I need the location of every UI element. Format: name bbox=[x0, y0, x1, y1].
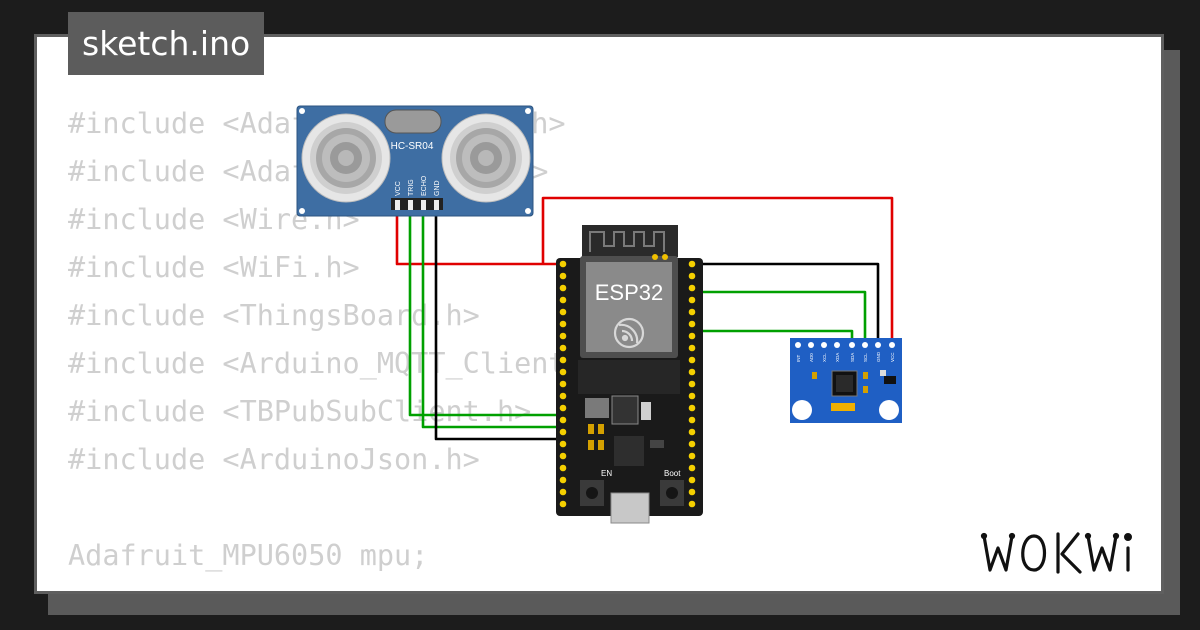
esp32-label: ESP32 bbox=[595, 280, 664, 305]
pin-label-vcc: VCC bbox=[395, 181, 402, 196]
mpu-pin-row bbox=[795, 342, 895, 348]
mpu-pin-label: AD0 bbox=[809, 353, 814, 362]
mpu-pin-label: INT bbox=[796, 355, 801, 363]
wire-mpu-scl[interactable] bbox=[692, 290, 867, 344]
pin-label-trig: TRIG bbox=[408, 179, 415, 196]
wires bbox=[395, 196, 894, 441]
transducer-left bbox=[301, 113, 391, 203]
en-label: EN bbox=[601, 469, 612, 478]
code-line: #include <Arduino_MQTT_Client.h> bbox=[68, 347, 618, 380]
mpu6050-module[interactable]: INT AD0 XCL XDA SDA SCL GND VCC bbox=[790, 338, 902, 423]
mpu-pin-label: VCC bbox=[890, 352, 895, 362]
mpu-pin-label: GND bbox=[876, 351, 881, 362]
usb-port bbox=[610, 492, 650, 524]
mpu-pin-label: XCL bbox=[822, 353, 827, 362]
code-line: #include <WiFi.h> bbox=[68, 251, 360, 284]
code-line: #include <ArduinoJson.h> bbox=[68, 443, 480, 476]
boot-button[interactable] bbox=[660, 480, 684, 506]
hc-sr04-sensor[interactable]: HC-SR04 VCC TRIG ECHO GND bbox=[296, 105, 534, 217]
pin-header-left bbox=[559, 260, 567, 508]
en-button[interactable] bbox=[580, 480, 604, 506]
wire-mpu-vcc[interactable] bbox=[541, 196, 894, 344]
espressif-logo-icon bbox=[613, 317, 645, 349]
pin-label-gnd: GND bbox=[434, 180, 441, 196]
wire-ultrasonic-gnd[interactable] bbox=[434, 212, 563, 441]
mpu-pin-label: SDA bbox=[850, 353, 855, 362]
esp32-board[interactable]: ESP32 EN Boot bbox=[556, 225, 703, 524]
pin-label-echo: ECHO bbox=[421, 175, 428, 196]
hc-sr04-label: HC-SR04 bbox=[391, 141, 434, 152]
pin-header-right bbox=[688, 260, 696, 508]
mpu-pin-label: SCL bbox=[863, 353, 868, 362]
wire-ultrasonic-echo[interactable] bbox=[421, 212, 563, 429]
boot-label: Boot bbox=[664, 469, 681, 478]
wokwi-logo bbox=[980, 532, 1133, 574]
wire-mpu-gnd[interactable] bbox=[692, 262, 880, 344]
code-line: #include <TBPubSubClient.h> bbox=[68, 395, 532, 428]
wire-ultrasonic-vcc[interactable] bbox=[395, 212, 563, 266]
file-tab[interactable]: sketch.ino bbox=[68, 12, 265, 75]
transducer-right bbox=[441, 113, 531, 203]
wire-ultrasonic-trig[interactable] bbox=[408, 212, 563, 417]
code-line: Adafruit_MPU6050 mpu; bbox=[68, 539, 429, 572]
mpu-pin-label: XDA bbox=[835, 353, 840, 362]
